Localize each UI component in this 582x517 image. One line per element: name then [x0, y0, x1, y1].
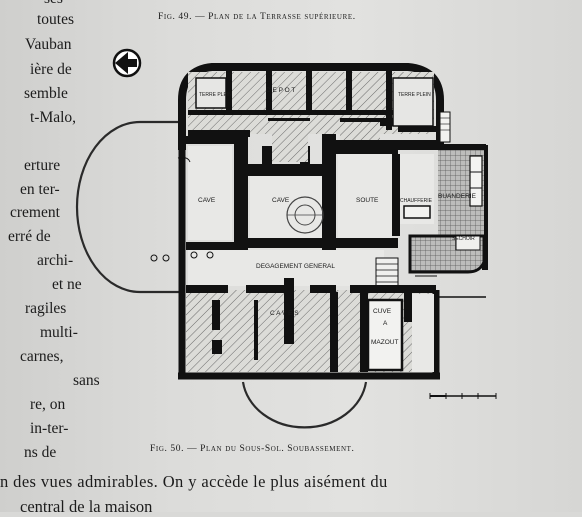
text-line: Vauban	[25, 36, 72, 53]
terrace-arc-bottom	[241, 381, 368, 429]
scale-bar	[429, 393, 497, 399]
text-line: ière de	[30, 61, 72, 78]
north-arrow-icon	[112, 48, 142, 78]
label-mazout: MAZOUT	[371, 339, 398, 346]
text-line: multi-	[40, 324, 78, 341]
building-outline	[178, 63, 488, 380]
text-line: et ne	[52, 276, 82, 293]
label-cave-middle: CAVE	[272, 197, 290, 204]
text-line: archi-	[37, 252, 74, 269]
label-sechoir: SECHOIR	[452, 236, 475, 242]
text-line: carnes,	[20, 348, 64, 365]
text-line: t-Malo,	[30, 109, 77, 126]
text-line: ns de	[24, 444, 57, 461]
stairs-icon	[375, 257, 399, 289]
label-buanderie: BUANDERIE	[438, 193, 477, 200]
label-terre-plein-left: TERRE PLEIN	[199, 92, 232, 98]
text-line: en ter-	[20, 181, 60, 198]
text-line: erré de	[8, 228, 51, 245]
label-a: A	[383, 320, 388, 327]
text-line: in-ter-	[30, 420, 69, 437]
text-line: erture	[24, 157, 61, 174]
cave-room-middle	[250, 176, 322, 238]
text-line: ragiles	[25, 300, 67, 317]
text-line: semble	[24, 85, 68, 102]
cave-room-left	[188, 146, 232, 240]
label-cuve: CUVE	[373, 308, 392, 315]
label-terre-plein-right: TERRE PLEIN	[398, 92, 431, 98]
text-line: crement	[10, 204, 60, 221]
label-degagement: DEGAGEMENT GENERAL	[256, 263, 335, 270]
terrace-arc-left	[75, 120, 180, 294]
fuel-tank	[366, 298, 404, 372]
label-cave-left: CAVE	[198, 197, 216, 204]
fig50-caption: Fig. 50. — Plan du Sous-Sol. Soubassemen…	[150, 444, 355, 454]
fig49-caption: Fig. 49. — Plan de la Terrasse supérieur…	[158, 12, 356, 22]
label-chaufferie: CHAUFFERIE	[400, 198, 433, 204]
label-depot: D E P O T	[266, 87, 295, 94]
text-line: ses	[44, 0, 63, 9]
text-line: toutes	[37, 11, 75, 28]
bottom-text-line-2: central de la maison	[20, 497, 153, 516]
label-caves: C A V E S	[270, 310, 299, 317]
soute-room	[338, 154, 392, 238]
text-line: re, on	[30, 396, 66, 413]
text-line: sans	[73, 372, 100, 389]
label-soute: SOUTE	[356, 197, 379, 204]
bottom-text-line: n des vues admirables. On y accède le pl…	[0, 472, 388, 491]
